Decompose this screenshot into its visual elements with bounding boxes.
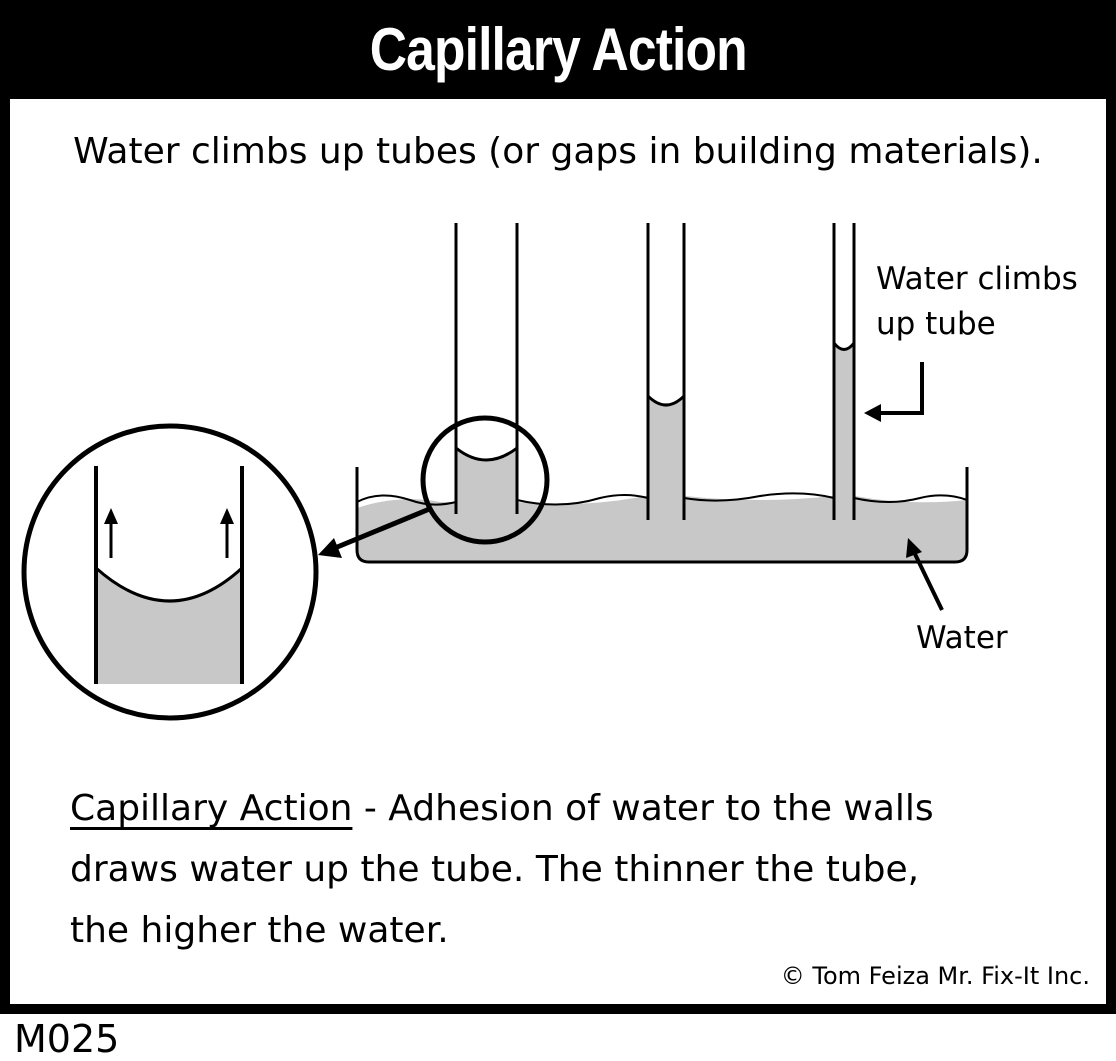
capillary-diagram: Water climbs up tube Water bbox=[21, 223, 1078, 721]
title-bar: Capillary Action bbox=[0, 0, 1116, 99]
description-line-3: the higher the water. bbox=[70, 910, 449, 951]
magnify-arrow bbox=[329, 505, 433, 553]
tube-label-arrow bbox=[880, 362, 924, 415]
tube-3-meniscus bbox=[832, 342, 856, 351]
water-basin bbox=[355, 467, 969, 564]
figure-code: M025 bbox=[14, 1017, 120, 1061]
tube-2-water bbox=[648, 396, 684, 520]
tube-wide bbox=[454, 223, 519, 514]
tube-2-meniscus bbox=[646, 394, 686, 407]
left-up-arrow-icon bbox=[104, 508, 118, 558]
water-label-arrow-head-icon bbox=[906, 538, 922, 558]
basin-water bbox=[357, 496, 967, 562]
tube-narrow bbox=[832, 223, 856, 520]
tube-label-line2: up tube bbox=[876, 306, 996, 342]
right-up-arrow-icon bbox=[220, 508, 234, 558]
tube-1-meniscus bbox=[455, 446, 518, 462]
tube-label-arrow-head-icon bbox=[864, 404, 881, 422]
zoom-circle bbox=[420, 415, 550, 545]
description-text-1: - Adhesion of water to the walls bbox=[352, 788, 934, 829]
description: Capillary Action - Adhesion of water to … bbox=[70, 778, 1070, 961]
page-title: Capillary Action bbox=[369, 16, 747, 83]
water-label-arrow bbox=[912, 551, 944, 611]
description-term: Capillary Action bbox=[70, 788, 353, 829]
description-line-1: Capillary Action - Adhesion of water to … bbox=[70, 778, 1070, 839]
subtitle: Water climbs up tubes (or gaps in buildi… bbox=[73, 131, 1043, 172]
copyright-credit: © Tom Feiza Mr. Fix-It Inc. bbox=[780, 962, 1090, 990]
magnify-arrow-head-icon bbox=[318, 538, 342, 558]
tube-medium bbox=[646, 223, 686, 520]
water-surface-line bbox=[356, 492, 968, 506]
tube-3-water bbox=[834, 343, 854, 520]
description-line-2: draws water up the tube. The thinner the… bbox=[70, 849, 920, 890]
water-label: Water bbox=[916, 620, 1008, 656]
magnified-view bbox=[21, 423, 319, 721]
tube-1-water bbox=[456, 448, 517, 502]
tube-label-line1: Water climbs bbox=[876, 261, 1078, 297]
